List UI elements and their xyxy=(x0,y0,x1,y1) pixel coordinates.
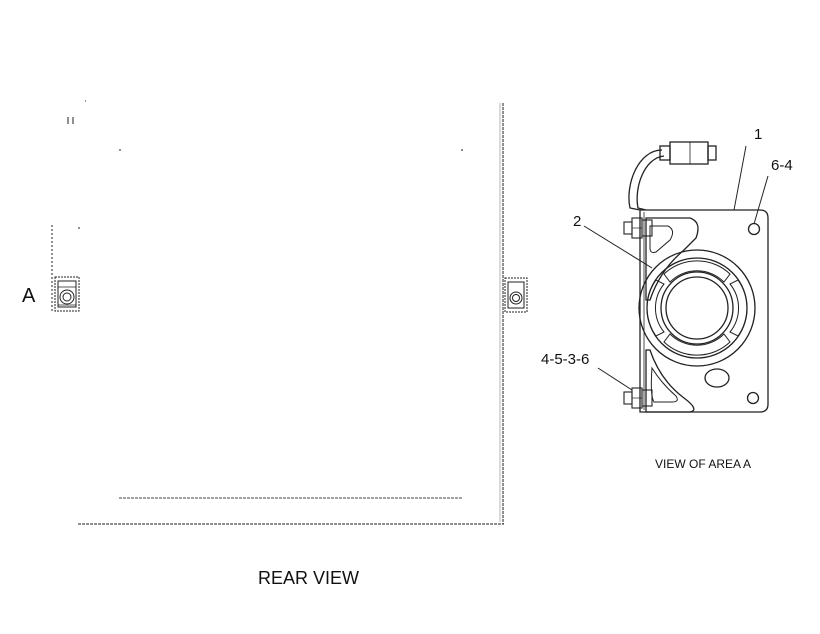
leader-item-6-4 xyxy=(753,175,769,225)
plate-hole-top-right xyxy=(747,222,761,236)
detail-view-drawing xyxy=(583,141,769,413)
center-bore-inner xyxy=(665,276,729,340)
rotor-outer-ring xyxy=(638,249,756,367)
rotor-slot-top xyxy=(663,260,731,283)
slotted-bracket xyxy=(645,217,699,301)
rotor-slot-right xyxy=(729,279,748,337)
leader-item-2 xyxy=(583,225,653,269)
leader-item-4-5-3-6 xyxy=(597,367,633,391)
callout-item-4-5-3-6: 4-5-3-6 xyxy=(541,351,589,368)
detail-view-caption: VIEW OF AREA A xyxy=(655,457,751,471)
sensor-cable xyxy=(628,149,663,211)
cable-connector xyxy=(659,141,717,165)
slotted-bracket-lower xyxy=(645,349,695,413)
leader-item-1 xyxy=(733,145,747,211)
plate-hole-bottom-right xyxy=(746,391,760,405)
plate-lower-cutout xyxy=(704,368,730,388)
callout-item-1: 1 xyxy=(754,126,762,143)
rotor-slot-left xyxy=(646,279,665,337)
right-sensor xyxy=(504,277,528,313)
mounting-plate xyxy=(639,209,769,413)
area-a-marker: A xyxy=(22,285,36,307)
sensor-cable-inner xyxy=(636,155,665,211)
rear-view-drawing xyxy=(51,100,504,525)
rotor-inner-ring xyxy=(646,257,748,359)
callout-item-2: 2 xyxy=(573,213,581,230)
callout-item-6-4: 6-4 xyxy=(771,157,793,174)
rear-view-caption: REAR VIEW xyxy=(258,568,359,588)
left-sensor-area-a xyxy=(54,276,80,312)
bolt-bottom xyxy=(623,387,653,409)
bolt-top xyxy=(623,217,653,239)
rotor-slot-bottom xyxy=(663,333,731,356)
center-bore-outer xyxy=(660,271,734,345)
